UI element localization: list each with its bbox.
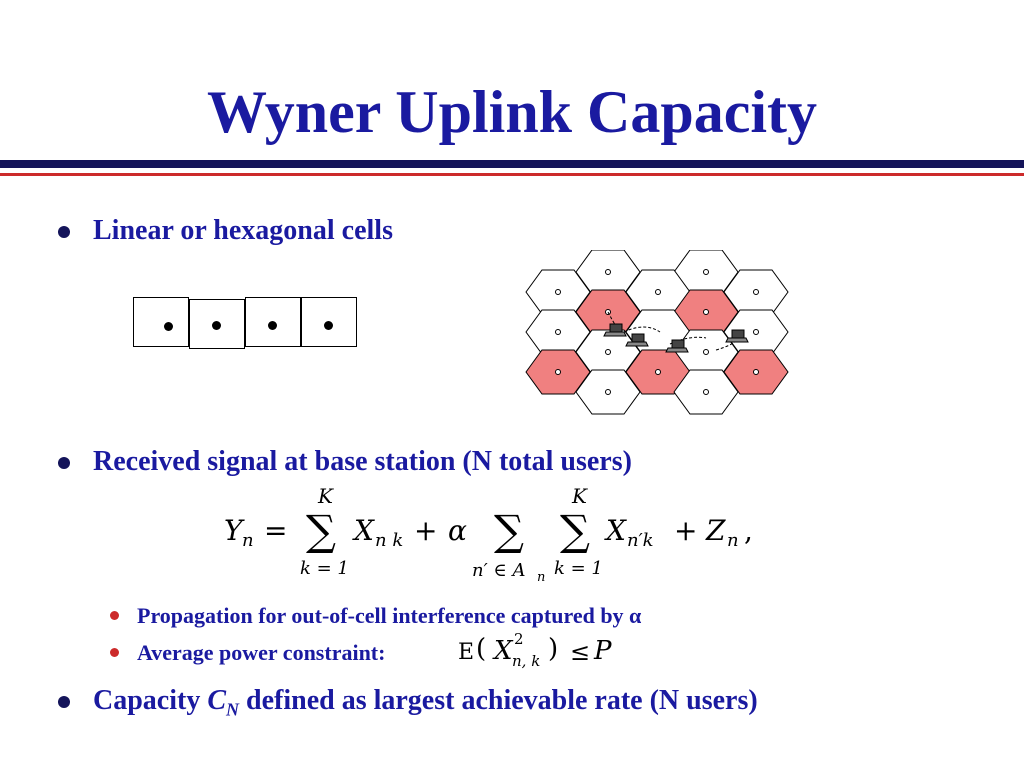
linear-cell-3 — [245, 297, 301, 347]
pc-sub: n, k — [512, 652, 541, 670]
capacity-symbol: CN — [207, 685, 239, 720]
base-station-dot — [324, 321, 333, 330]
bullet-1-marker — [58, 226, 70, 238]
base-station-circle — [555, 329, 561, 335]
bullet-2-text: Received signal at base station (N total… — [93, 446, 632, 477]
base-station-circle — [703, 269, 709, 275]
pc-leq: ≤ — [570, 638, 591, 666]
laptop-user-icon — [665, 339, 689, 353]
eq-sum2-lower-sub: n — [537, 570, 546, 585]
pc-x: X — [494, 636, 513, 666]
eq-x1: X — [354, 514, 374, 547]
base-station-dot — [212, 321, 221, 330]
linear-cell-1 — [133, 297, 189, 347]
eq-z-sub: n — [727, 530, 739, 551]
eq-plus2: + — [674, 514, 698, 547]
base-station-circle — [753, 329, 759, 335]
base-station-dot — [268, 321, 277, 330]
bullet-1-text: Linear or hexagonal cells — [93, 215, 393, 246]
eq-x2: X — [606, 514, 626, 547]
laptop-user-icon — [625, 333, 649, 347]
base-station-circle — [555, 369, 561, 375]
eq-sum3-lower: k = 1 — [554, 558, 603, 579]
pc-close-paren: ) — [548, 634, 559, 664]
eq-sum3: ∑ — [560, 506, 590, 555]
linear-cell-2 — [189, 299, 245, 349]
capacity-symbol-sub: N — [226, 699, 240, 720]
bullet-2-marker — [58, 457, 70, 469]
base-station-circle — [655, 369, 661, 375]
laptop-user-icon — [725, 329, 749, 343]
sub-bullet-2-text: Average power constraint: — [137, 640, 386, 665]
hexagonal-cells-diagram — [525, 250, 789, 415]
bullet-3-marker — [58, 696, 70, 708]
base-station-circle — [703, 309, 709, 315]
eq-comma: , — [744, 514, 753, 547]
base-station-circle — [555, 289, 561, 295]
pc-p: P — [594, 636, 612, 666]
sub-bullet-1-text: Propagation for out-of-cell interference… — [137, 603, 642, 628]
bullet-3-text: Capacity CN defined as largest achievabl… — [93, 684, 758, 727]
sub-bullet-2-marker — [110, 648, 119, 657]
capacity-symbol-c: C — [207, 685, 227, 716]
eq-lhs: Y — [224, 514, 243, 547]
title-rule-red — [0, 173, 1024, 176]
title-rule-navy — [0, 160, 1024, 168]
base-station-circle — [605, 349, 611, 355]
linear-cell-4 — [301, 297, 357, 347]
sub-bullet-1-marker — [110, 611, 119, 620]
eq-sum1: ∑ — [306, 506, 336, 555]
base-station-circle — [753, 289, 759, 295]
base-station-circle — [703, 349, 709, 355]
eq-equals: = — [264, 514, 288, 547]
slide-title: Wyner Uplink Capacity — [206, 79, 818, 145]
eq-lhs-sub: n — [242, 530, 254, 551]
base-station-circle — [703, 389, 709, 395]
eq-sum1-upper: K — [318, 484, 333, 508]
eq-sum2-lower: n′ ∈ A — [472, 560, 526, 581]
eq-z: Z — [706, 514, 726, 547]
laptop-user-icon — [603, 323, 627, 337]
eq-alpha: α — [448, 514, 467, 547]
base-station-dot — [164, 322, 173, 331]
signal-link — [607, 311, 617, 327]
eq-sum3-upper: K — [572, 484, 587, 508]
base-station-circle — [753, 369, 759, 375]
base-station-circle — [605, 389, 611, 395]
base-station-circle — [605, 269, 611, 275]
signal-link — [623, 326, 661, 333]
base-station-circle — [655, 289, 661, 295]
pc-expectation: E — [458, 640, 475, 665]
eq-x1-sub: n k — [375, 530, 404, 551]
pc-open-paren: ( — [476, 634, 487, 664]
bullet-3-suffix: defined as largest achievable rate (N us… — [246, 685, 758, 716]
bullet-3-prefix: Capacity — [93, 685, 201, 716]
eq-x2-sub: n′k — [627, 530, 654, 551]
eq-sum2: ∑ — [494, 506, 524, 555]
eq-sum1-lower: k = 1 — [300, 558, 349, 579]
eq-plus1: + — [414, 514, 438, 547]
pc-sup: 2 — [514, 630, 524, 648]
